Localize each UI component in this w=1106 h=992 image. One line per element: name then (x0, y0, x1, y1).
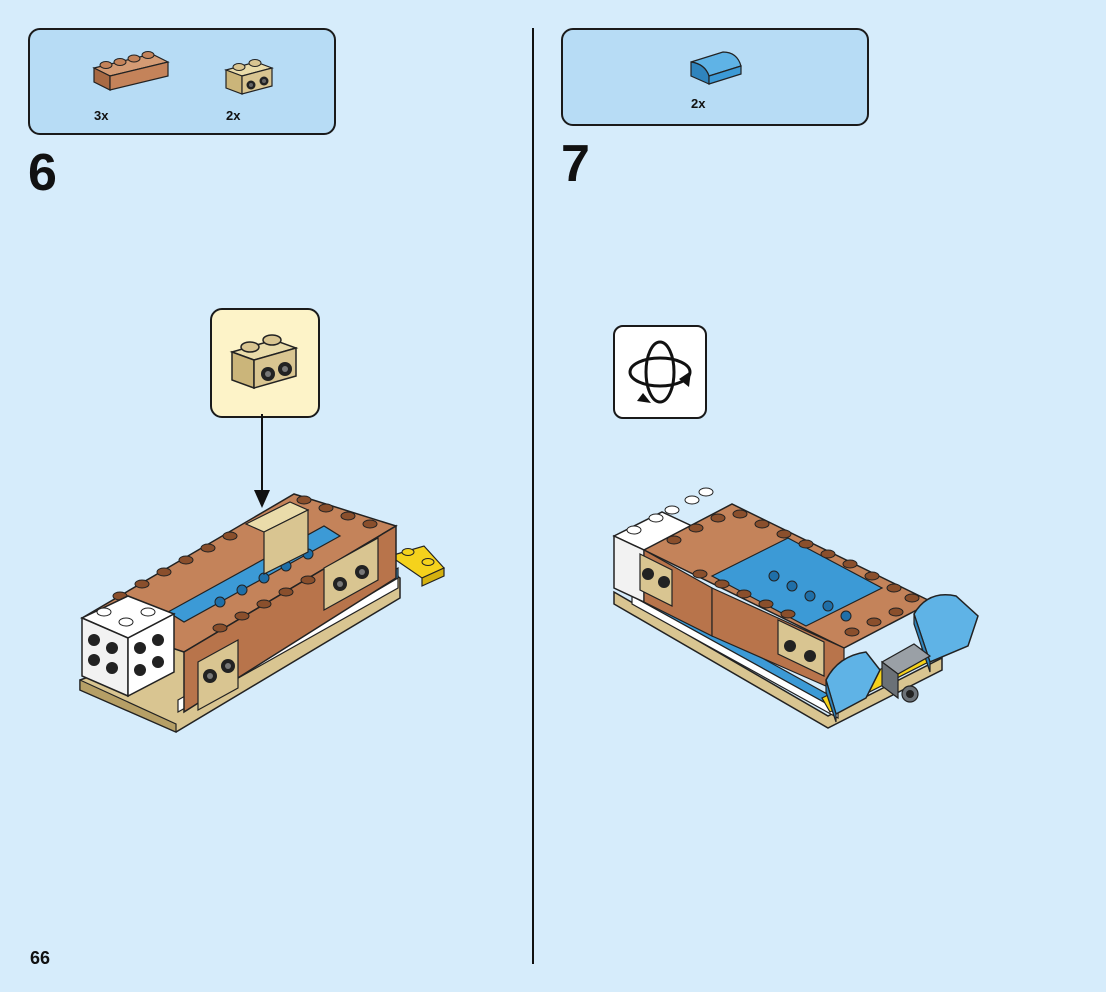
placement-arrow-icon (254, 414, 270, 508)
step-divider (532, 28, 534, 964)
step-7-part-1-qty: 2x (691, 96, 706, 111)
tan-brick-callout (210, 308, 320, 418)
tan-brick-callout-icon (229, 334, 299, 390)
step-6-part-2-qty: 2x (226, 108, 241, 123)
step-6-parts-box: 3x 2x (28, 28, 336, 135)
step-7-model-illustration (612, 487, 979, 729)
rotate-model-box (613, 325, 707, 419)
step-6-part-1-qty: 3x (94, 108, 109, 123)
step-7-number: 7 (561, 135, 590, 193)
step-7-parts-box: 2x (561, 28, 869, 126)
rotate-model-icon (628, 340, 692, 404)
page-number: 66 (30, 948, 51, 968)
blue-curved-slope-icon (690, 51, 742, 85)
step-6-number: 6 (28, 144, 57, 202)
brown-brick-1x4-icon (92, 51, 170, 91)
tan-brick-1x2-studs-side-icon (224, 59, 274, 95)
step-6-model-illustration (79, 493, 445, 733)
